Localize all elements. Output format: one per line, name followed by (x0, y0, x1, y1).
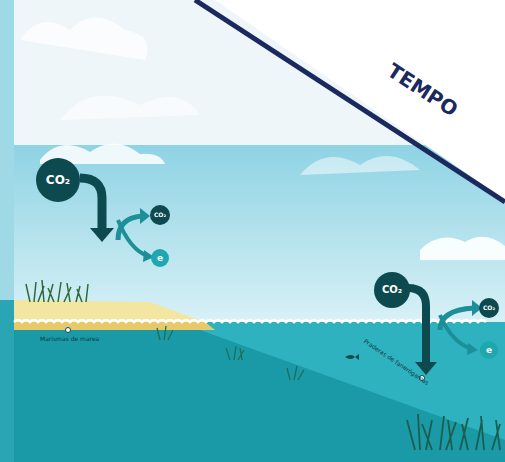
co2-circle: CO₂ (374, 272, 410, 308)
co2-circle: CO₂ (36, 158, 80, 202)
gas-label: e (157, 254, 163, 263)
gas-label: CO₂ (382, 285, 402, 295)
co2-circle: e (480, 341, 498, 359)
gas-label: e (486, 346, 492, 355)
co2-circle: CO₂ (150, 205, 170, 225)
habitat-label: Marismas de marea (40, 336, 99, 342)
gas-label: CO₂ (154, 212, 166, 218)
watermark-text: TEMPO (384, 60, 461, 120)
habitat-label: Praderas de fanerógamas (363, 338, 430, 386)
co2-circle: e (151, 249, 169, 267)
gas-label: CO₂ (483, 305, 495, 311)
co2-circle: CO₂ (479, 298, 499, 318)
gas-label: CO₂ (46, 174, 70, 186)
